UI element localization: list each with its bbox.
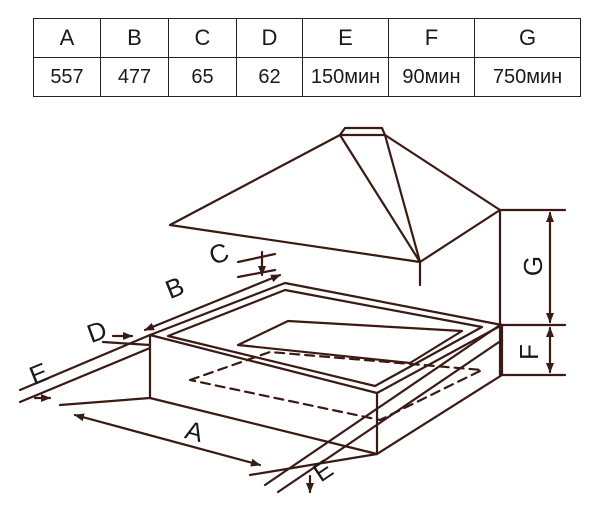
dimension-a <box>58 396 379 477</box>
label-c: C <box>205 236 233 271</box>
dimensions-value-row: 557 477 65 62 150мин 90мин 750мин <box>33 57 581 97</box>
label-b: B <box>161 270 188 304</box>
value-g: 750мин <box>474 57 581 97</box>
dimension-b <box>143 273 282 332</box>
value-d: 62 <box>236 57 303 97</box>
label-a: A <box>182 415 207 449</box>
dimension-c <box>236 250 277 279</box>
label-f: F <box>514 344 544 360</box>
header-d: D <box>236 18 303 58</box>
dimension-d <box>101 332 152 347</box>
dimension-e-left <box>18 333 152 404</box>
dimensions-table: A B C D E F G 557 477 65 62 150мин 90мин… <box>33 18 581 97</box>
label-d: D <box>83 314 111 349</box>
header-a: A <box>33 18 101 58</box>
hood-shape <box>168 126 502 264</box>
duct-panel <box>498 208 567 377</box>
diagram-lines <box>18 126 567 494</box>
value-a: 557 <box>33 57 101 97</box>
value-c: 65 <box>168 57 237 97</box>
label-e-right: E <box>307 453 338 488</box>
value-f: 90мин <box>388 57 475 97</box>
label-g: G <box>518 256 548 276</box>
value-e: 150мин <box>302 57 389 97</box>
dimensions-header-row: A B C D E F G <box>33 18 581 58</box>
header-g: G <box>474 18 581 58</box>
header-b: B <box>100 18 169 58</box>
value-b: 477 <box>100 57 169 97</box>
dimension-e-right <box>263 323 504 494</box>
